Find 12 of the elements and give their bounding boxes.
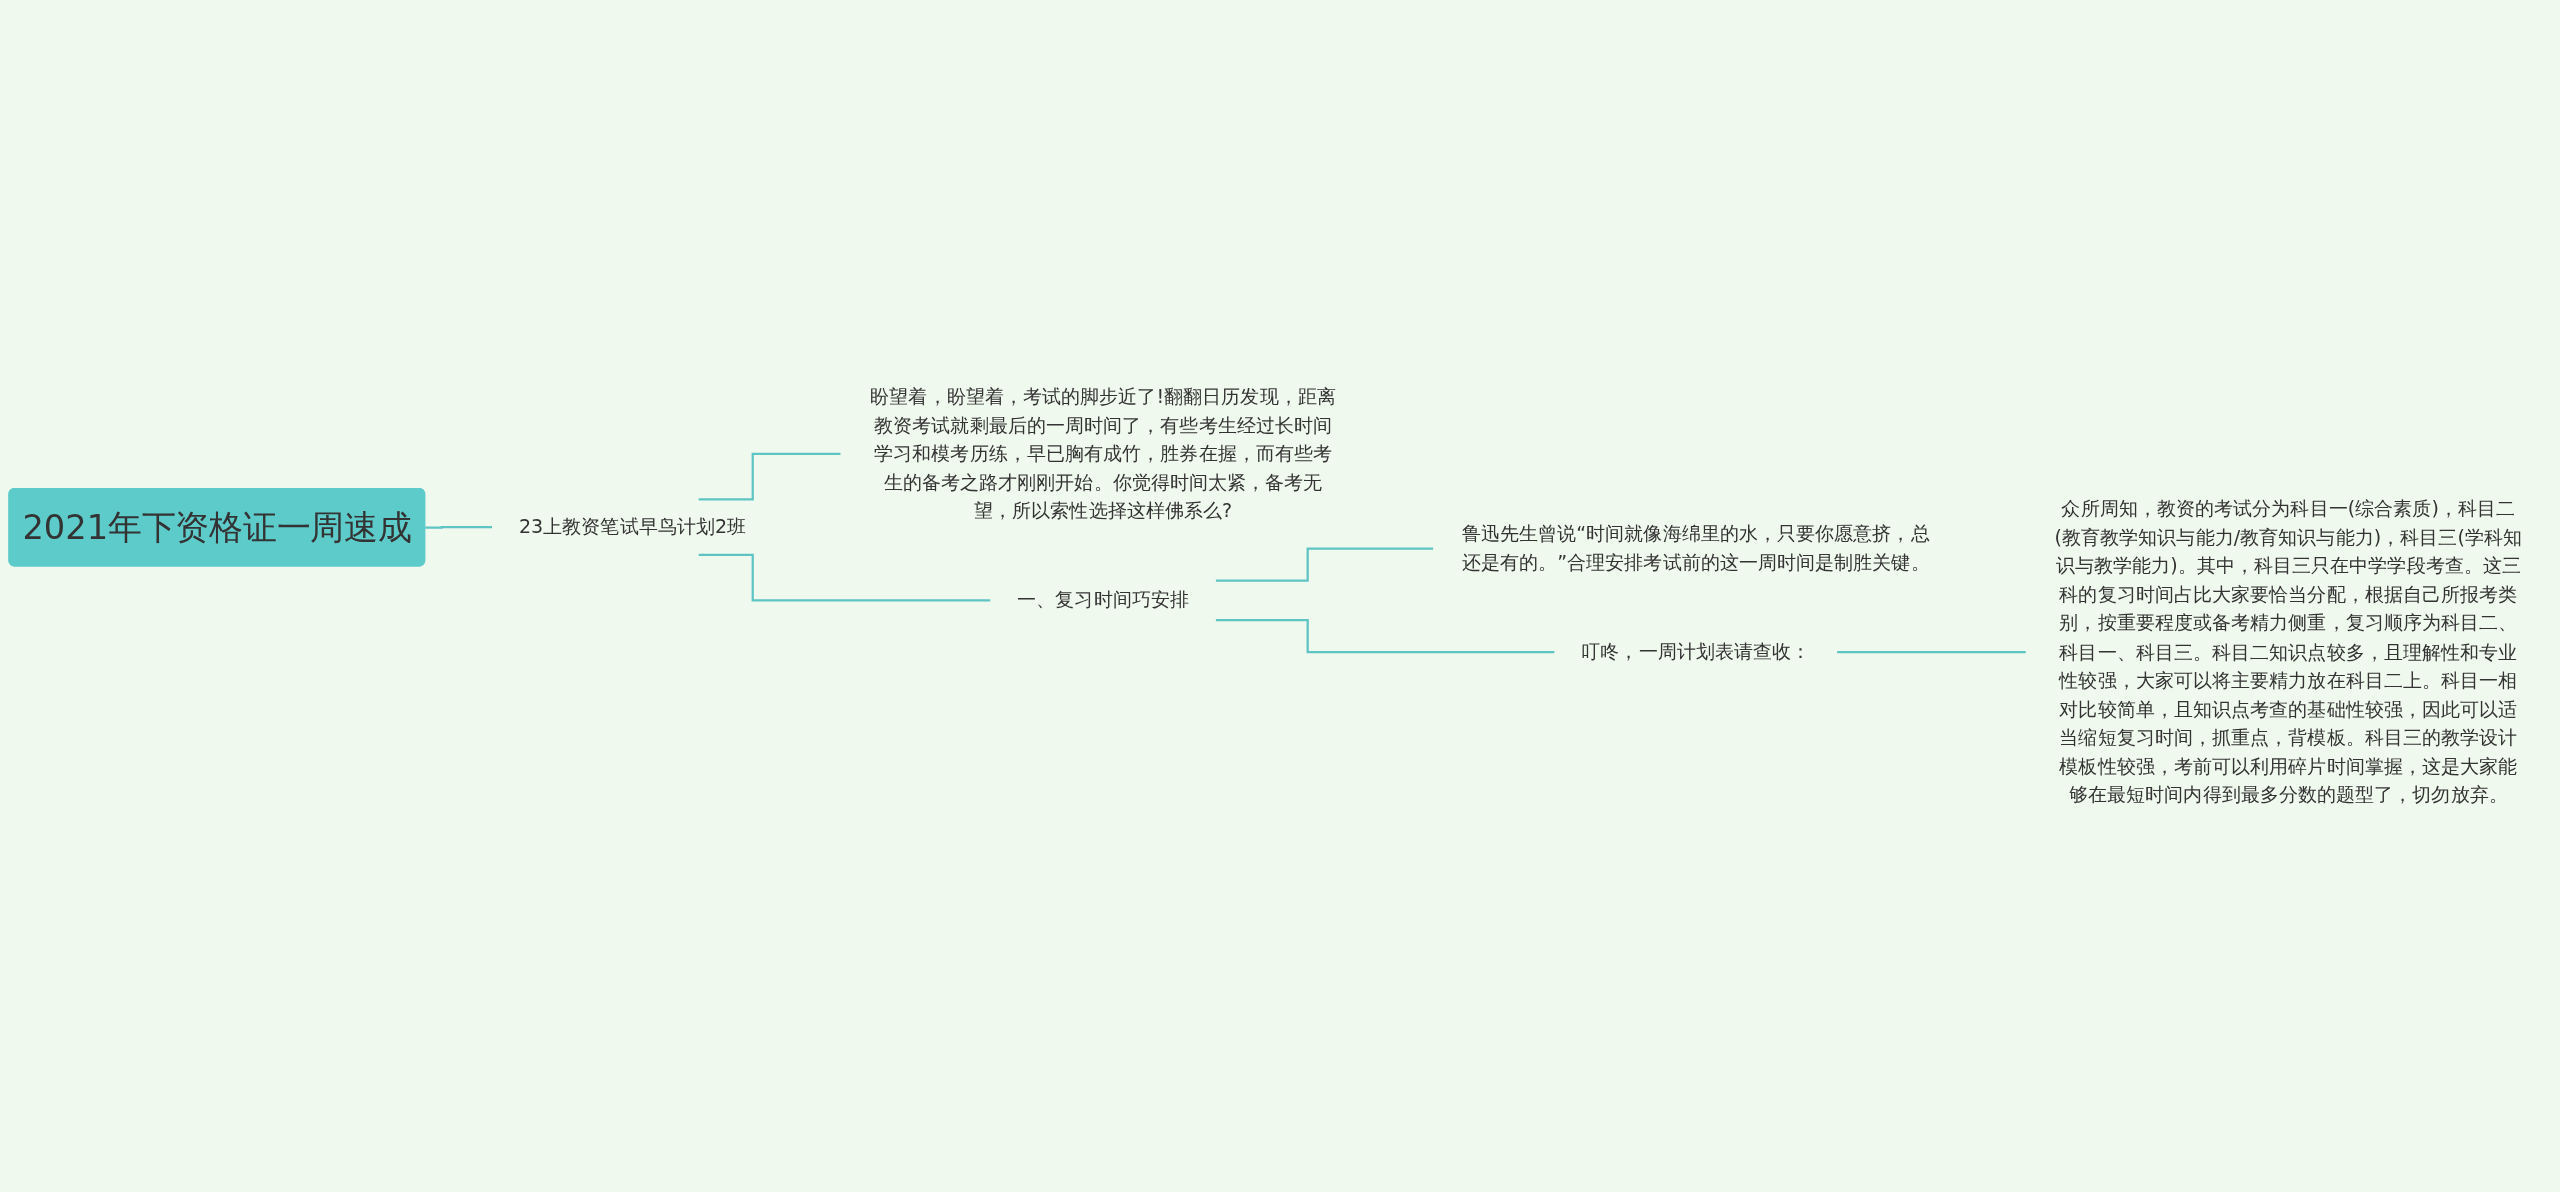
connector xyxy=(1215,547,1434,582)
node-text: 叮咚，一周计划表请查收： xyxy=(1581,640,1811,663)
node-text: 众所周知，教资的考试分为科目一(综合素质)，科目二(教育教学知识与能力/教育知识与能力)，科目三(学科知识与教学能力)。其中，科目三只在中学学段考查。这三科的复习时间占比大家要恰当分配，根据自己所报考类别，按重要程度或备考精力侧重，复习顺序为科目二、科目一、科目三。科目二知识点较多，且理解性和专业性较强，大家可以将主要精力放在科目二上。科目一相对比较简单，且知识点考查的基础性较强，因此可以适当缩短复习时间，抓重点，背模板。科目三的教学设计模板性较强，考前可以利用碎片时间掌握，这是大家能够在最短时间内得到最多分数的题型了，切勿放弃。 xyxy=(2054,497,2523,806)
connector xyxy=(698,452,841,501)
node-text: 盼望着，盼望着，考试的脚步近了!翻翻日历发现，距离教资考试就剩最后的一周时间了，有些考生经过长时间学习和模考历练，早已胸有成竹，胜券在握，而有些考生的备考之路才刚刚开始。你觉得时间太紧，备考无望，所以索性选择这样佛系么? xyxy=(870,384,1336,522)
node-text: 一、复习时间巧安排 xyxy=(1017,588,1189,611)
node-text: 鲁迅先生曾说“时间就像海绵里的水，只要你愿意挤，总还是有的。”合理安排考试前的这一周时间是制胜关键。 xyxy=(1461,522,1930,574)
connector xyxy=(425,526,492,529)
connector xyxy=(1215,619,1555,654)
node-text: 23上教资笔试早鸟计划2班 xyxy=(518,515,747,538)
connector xyxy=(698,553,991,602)
connector xyxy=(1837,651,2026,654)
